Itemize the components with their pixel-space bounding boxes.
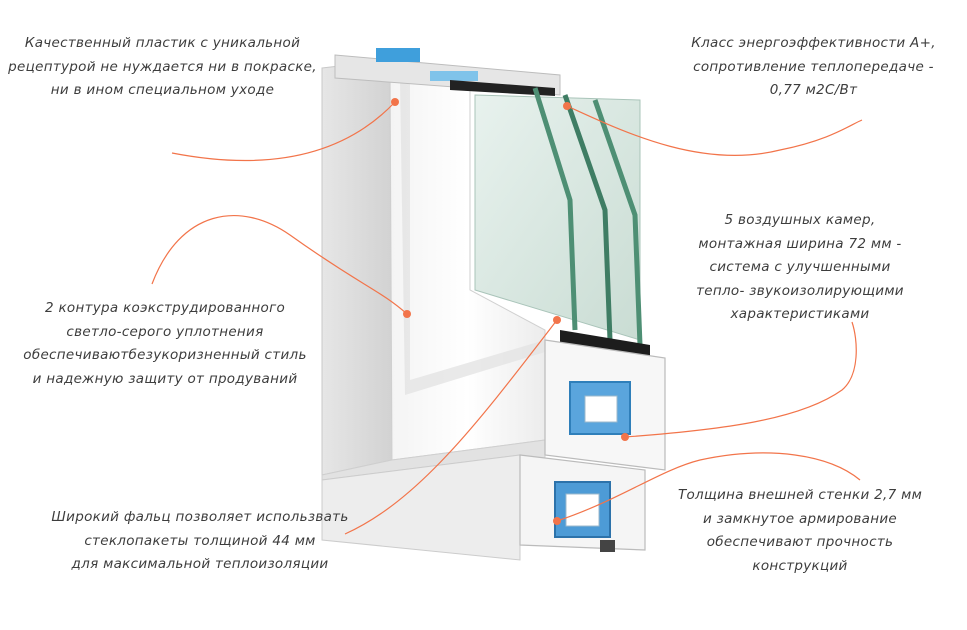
dot-wall [553,517,561,525]
callout-line: 2 контура коэкструдированного [44,300,286,316]
leader-seals [151,215,408,315]
callout-line: сопротивление теплопередаче - [693,58,934,75]
callout-line: монтажная ширина 72 мм - [698,235,902,252]
callout-wall: Толщина внешней стенки 2,7 мм и замкнуто… [650,484,950,578]
callout-rebate: Широкий фальц позволяет использвать стек… [0,506,400,577]
reinforcement-top [376,48,420,62]
callout-line: светло-серого уплотнения [66,323,264,340]
callout-line: Широкий фальц позволяет использвать [51,509,349,525]
callout-line: ни в ином специальном уходе [50,82,275,98]
callout-line: Качественный пластик с уникальной [24,35,301,51]
leader-energy [566,105,863,157]
callout-energy: Класс энергоэффективности А+, сопротивле… [660,32,967,103]
dot-seals [403,310,411,318]
glass-pane-3 [592,99,643,346]
dot-energy [563,102,571,110]
callout-plastic: Качественный пластик с уникальной рецепт… [0,32,325,103]
glass-pane-2 [562,94,613,341]
callout-line: и надежную защиту от продуваний [32,370,298,387]
callout-chambers: 5 воздушных камер, монтажная ширина 72 м… [650,209,950,327]
callout-line: Толщина внешней стенки 2,7 мм [677,487,923,503]
callout-line: обеспечивают прочность [706,534,894,550]
callout-seals: 2 контура коэкструдированного светло-сер… [0,297,330,391]
callout-line: и замкнутое армирование [702,510,898,527]
dot-chambers [621,433,629,441]
callout-line: тепло- звукоизолирующими [696,282,904,299]
callout-line: обеспечиваютбезукоризненный стиль [23,347,307,363]
dot-rebate [553,316,561,324]
leader-lines [151,101,863,535]
callout-line: для максимальной теплоизоляции [71,556,329,572]
profile-cross-section [519,339,666,552]
window-frame [321,48,561,561]
callout-line: конструкций [752,557,848,574]
callout-line: 0,77 м2С/Вт [769,82,858,98]
glass-pane-1 [532,87,578,331]
callout-line: рецептурой не нуждается ни в покраске, [8,58,317,75]
leader-chambers [624,321,857,438]
callout-line: система с улучшенными [709,259,891,275]
callout-line: 5 воздушных камер, [724,212,876,228]
leader-rebate [344,319,558,535]
leader-plastic [171,101,396,161]
callout-line: стеклопакеты толщиной 44 мм [84,532,316,549]
callout-line: Класс энергоэффективности А+, [691,35,936,51]
leader-wall [556,452,861,522]
callout-line: характеристиками [730,306,870,322]
leader-dots [391,98,629,525]
dot-plastic [391,98,399,106]
